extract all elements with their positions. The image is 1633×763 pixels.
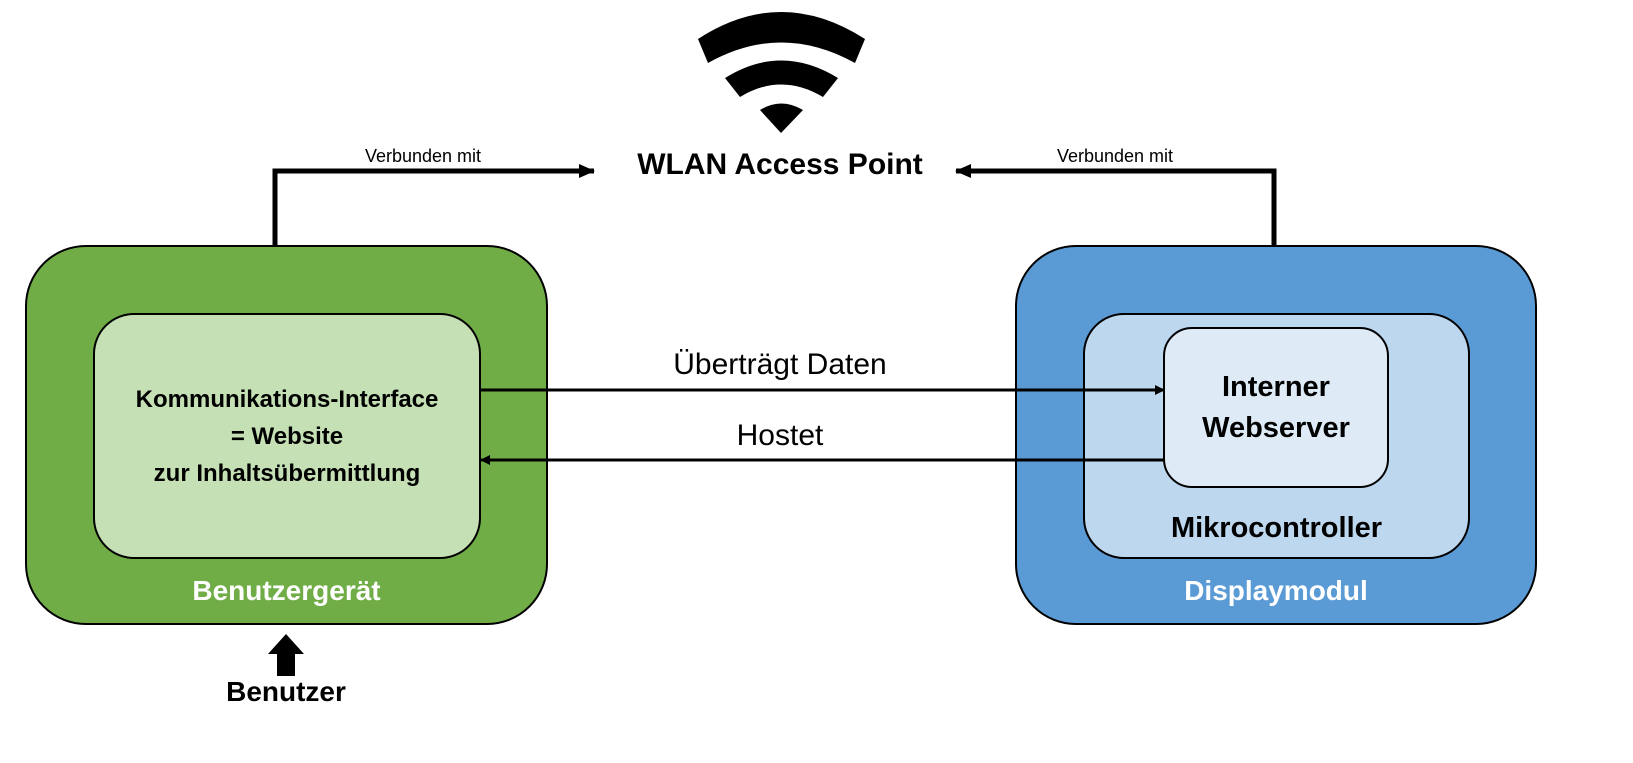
webserver-text: Interner Webserver — [1164, 328, 1388, 487]
interface-line-1: Kommunikations-Interface — [135, 385, 439, 413]
right-connection-line — [955, 164, 1277, 246]
transmit-label: Überträgt Daten — [673, 348, 887, 381]
communication-interface-box — [93, 313, 481, 559]
right-connection-label: Verbunden mit — [1056, 146, 1174, 166]
webserver-line-2: Webserver — [1202, 411, 1350, 444]
arrow-up-icon — [268, 634, 304, 676]
communication-interface-text: Kommunikations-Interface = Website zur I… — [94, 314, 480, 558]
interface-line-2: = Website — [230, 422, 344, 450]
microcontroller-label: Mikrocontroller — [1170, 512, 1383, 544]
user-label: Benutzer — [226, 676, 346, 707]
interface-line-3: zur Inhaltsübermittlung — [153, 459, 421, 487]
host-label: Hostet — [736, 419, 824, 452]
left-connection-line — [272, 164, 595, 246]
webserver-line-1: Interner — [1222, 370, 1330, 403]
left-connection-label: Verbunden mit — [364, 146, 482, 166]
user-device-label: Benutzergerät — [192, 575, 381, 606]
wifi-icon — [698, 12, 865, 133]
webserver-box — [1163, 327, 1389, 488]
display-module-label: Displaymodul — [1184, 575, 1368, 606]
access-point-label: WLAN Access Point — [637, 148, 923, 181]
